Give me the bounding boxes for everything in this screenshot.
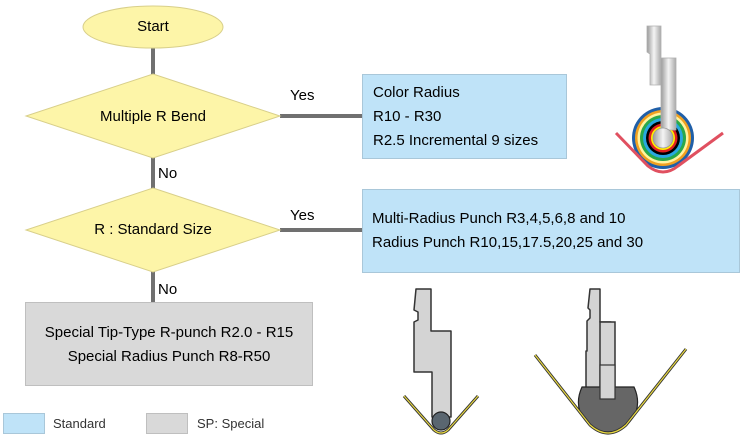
legend-swatch-standard — [3, 413, 45, 434]
decision2-yes-label: Yes — [290, 207, 315, 224]
decision1-yes-label: Yes — [290, 87, 315, 104]
result-color-radius-line: R10 - R30 — [373, 108, 442, 125]
result-color-radius-box: Color Radius R10 - R30 R2.5 Incremental … — [362, 74, 567, 159]
color-radius-punch-icon — [614, 25, 724, 174]
decision-multiple-r-bend-label: Multiple R Bend — [100, 108, 206, 125]
decision1-no-label: No — [158, 165, 178, 182]
start-label: Start — [137, 18, 169, 35]
result-color-radius-line: R2.5 Incremental 9 sizes — [373, 132, 539, 149]
decision-standard-size — [24, 187, 282, 273]
result-standard-box: Multi-Radius Punch R3,4,5,6,8 and 10 Rad… — [362, 189, 740, 273]
start-terminator — [82, 5, 224, 49]
decision-multiple-r-bend — [24, 73, 282, 159]
result-standard-line: Multi-Radius Punch R3,4,5,6,8 and 10 — [372, 210, 626, 227]
result-standard-line: Radius Punch R10,15,17.5,20,25 and 30 — [372, 234, 644, 251]
decision-standard-size-label: R : Standard Size — [94, 221, 212, 238]
legend-label-standard: Standard — [53, 416, 106, 431]
decision2-no-label: No — [158, 281, 178, 298]
result-special-line: Special Radius Punch R8-R50 — [67, 348, 271, 365]
legend-swatch-special — [146, 413, 188, 434]
result-color-radius-line: Color Radius — [373, 84, 460, 101]
tip-type-r-punch-icon — [402, 288, 480, 435]
radius-punch-icon — [533, 288, 688, 435]
legend-label-special: SP: Special — [197, 416, 265, 431]
result-special-box: Special Tip-Type R-punch R2.0 - R15 Spec… — [25, 302, 313, 386]
result-special-line: Special Tip-Type R-punch R2.0 - R15 — [44, 324, 294, 341]
